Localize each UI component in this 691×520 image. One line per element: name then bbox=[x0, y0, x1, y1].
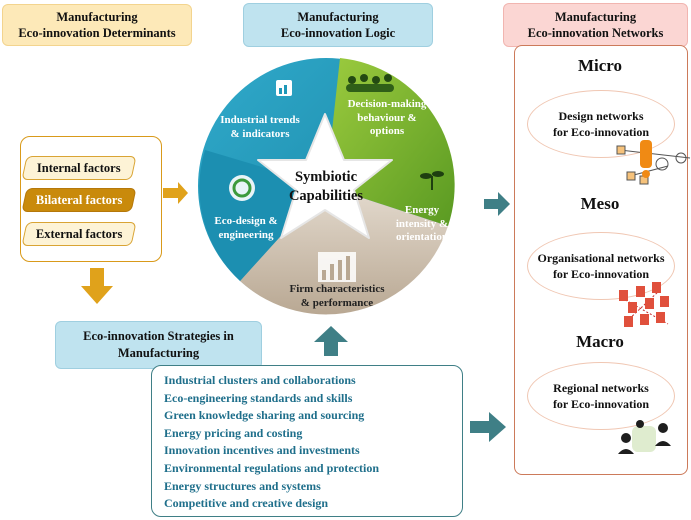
teal-up-arrow-icon bbox=[314, 326, 348, 356]
networks-header-line1: Manufacturing bbox=[554, 10, 637, 24]
strategies-header-line2: Manufacturing bbox=[117, 346, 200, 360]
networks-header-line2: Eco-innovation Networks bbox=[527, 26, 664, 40]
strategy-item: Eco-engineering standards and skills bbox=[164, 390, 353, 405]
strategy-item: Energy structures and systems bbox=[164, 478, 321, 493]
strategies-header-line1: Eco-innovation Strategies in bbox=[83, 329, 234, 343]
plant-sprout-icon bbox=[420, 171, 444, 190]
energy-intensity-line3: orientation bbox=[396, 231, 448, 243]
strategy-item: Industrial clusters and collaborations bbox=[164, 373, 356, 387]
center-star bbox=[257, 113, 393, 239]
logic-header-line1: Manufacturing bbox=[297, 10, 379, 24]
bar-chart-icon bbox=[318, 252, 356, 282]
micro-title: Micro bbox=[577, 56, 623, 75]
meso-text-line2: for Eco-innovation bbox=[552, 267, 650, 281]
firm-characteristics-label: Firm characteristics & performance bbox=[282, 283, 392, 310]
teal-right-arrow-icon bbox=[484, 192, 510, 216]
eco-design-line1: Eco-design & bbox=[214, 215, 278, 227]
decision-making-label: Decision-making behaviour & options bbox=[342, 98, 432, 139]
teal-right-arrow-bottom-icon bbox=[470, 412, 506, 442]
strategy-item: Competitive and creative design bbox=[164, 496, 329, 511]
industrial-trends-line2: & indicators bbox=[230, 127, 290, 140]
strategies-panel: Industrial clusters and collaborations E… bbox=[151, 365, 463, 517]
symbiotic-capabilities-line1: Symbiotic bbox=[294, 169, 358, 185]
energy-intensity-label: Energy intensity & orientation bbox=[386, 204, 458, 245]
strategies-list: Industrial clusters and collaborations E… bbox=[164, 372, 379, 513]
firm-characteristics-line2: & performance bbox=[300, 296, 374, 309]
industry-chart-icon bbox=[276, 80, 292, 96]
decision-making-line2: behaviour & bbox=[357, 111, 417, 124]
networks-header: Manufacturing Eco-innovation Networks bbox=[503, 3, 688, 47]
strategy-item: Innovation incentives and investments bbox=[164, 443, 360, 458]
macro-ellipse: Regional networks for Eco-innovation bbox=[527, 362, 675, 430]
macro-text-line1: Regional networks bbox=[553, 381, 649, 395]
symbiotic-capabilities-label: Symbiotic Capabilities bbox=[280, 168, 372, 206]
macro-text-line2: for Eco-innovation bbox=[552, 397, 650, 411]
recycle-icon bbox=[229, 175, 255, 201]
strategy-item: Green knowledge sharing and sourcing bbox=[164, 408, 365, 423]
eco-design-line2: engineering bbox=[218, 228, 274, 241]
determinants-header-line1: Manufacturing bbox=[56, 10, 138, 24]
logic-header-line2: Eco-innovation Logic bbox=[280, 26, 396, 40]
meso-text-line1: Organisational networks bbox=[537, 251, 665, 265]
symbiotic-capabilities-line2: Capabilities bbox=[288, 188, 364, 204]
industrial-trends-label: Industrial trends & indicators bbox=[216, 114, 304, 141]
regional-network-icon bbox=[618, 420, 671, 454]
orange-down-arrow-icon bbox=[81, 268, 113, 304]
energy-intensity-line1: Energy bbox=[404, 204, 440, 216]
decision-making-line1: Decision-making bbox=[347, 98, 427, 110]
strategy-item: Environmental regulations and protection bbox=[164, 460, 380, 475]
determinants-header-line2: Eco-innovation Determinants bbox=[18, 26, 176, 40]
meso-title: Meso bbox=[580, 194, 620, 213]
design-network-icon bbox=[616, 140, 691, 185]
strategy-item: Energy pricing and costing bbox=[164, 425, 303, 440]
industrial-trends-line1: Industrial trends bbox=[220, 114, 300, 126]
decision-making-line3: options bbox=[369, 125, 405, 137]
micro-text-line1: Design networks bbox=[558, 109, 644, 123]
logic-header: Manufacturing Eco-innovation Logic bbox=[243, 3, 433, 47]
micro-text-line2: for Eco-innovation bbox=[552, 125, 650, 139]
macro-title: Macro bbox=[576, 332, 624, 351]
meso-ellipse: Organisational networks for Eco-innovati… bbox=[527, 232, 675, 300]
firm-characteristics-line1: Firm characteristics bbox=[289, 283, 385, 295]
people-group-icon bbox=[346, 74, 394, 92]
cycle-beige-segment bbox=[240, 186, 448, 315]
organisational-network-icon bbox=[619, 282, 669, 327]
determinants-header: Manufacturing Eco-innovation Determinant… bbox=[2, 4, 192, 46]
orange-right-arrow-icon bbox=[163, 182, 188, 204]
eco-design-label: Eco-design & engineering bbox=[204, 215, 288, 242]
energy-intensity-line2: intensity & bbox=[395, 217, 449, 230]
